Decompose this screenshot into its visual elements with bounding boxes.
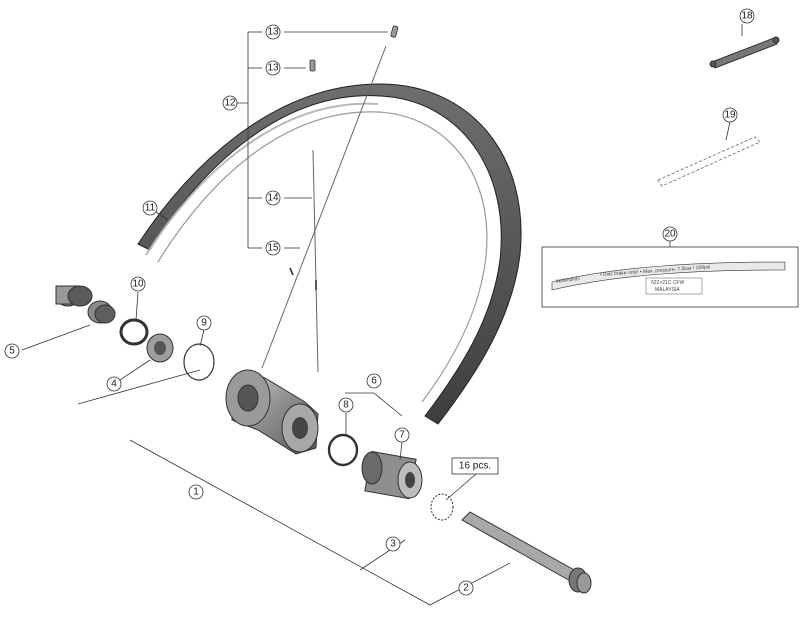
callout-10: 10 — [130, 276, 146, 292]
callout-6: 6 — [366, 373, 382, 389]
svg-text:13: 13 — [267, 63, 279, 74]
nipple-13-top — [390, 25, 399, 38]
end-cap-5 — [55, 285, 93, 307]
svg-text:16 pcs.: 16 pcs. — [459, 461, 491, 472]
callout-20: 20 — [662, 226, 678, 242]
ring-10 — [119, 318, 149, 346]
rim — [137, 83, 522, 425]
callout-12: 12 — [222, 95, 238, 111]
bearing — [146, 333, 174, 363]
svg-text:2: 2 — [463, 583, 469, 594]
pawl-ring-16 — [430, 493, 454, 521]
quantity-note: 16 pcs. — [451, 457, 499, 475]
svg-text:8: 8 — [343, 400, 349, 411]
leader-lines — [21, 24, 743, 606]
callout-3: 3 — [385, 536, 401, 552]
tape-19 — [657, 136, 761, 187]
callout-7: 7 — [394, 427, 410, 443]
tool-18 — [709, 36, 780, 69]
callout-9: 9 — [196, 315, 212, 331]
callout-4: 4 — [106, 376, 122, 392]
svg-text:14: 14 — [267, 193, 279, 204]
spoke-15 — [261, 45, 387, 369]
svg-text:20: 20 — [664, 229, 676, 240]
callout-19: 19 — [722, 107, 738, 123]
svg-text:19: 19 — [724, 110, 736, 121]
circlip-9 — [183, 343, 215, 381]
nipple-13-mid — [309, 59, 316, 72]
svg-text:6: 6 — [371, 376, 377, 387]
callout-15: 15 — [265, 240, 281, 256]
sticker-origin: MALAYSIA — [655, 287, 680, 293]
callout-11: 11 — [142, 200, 158, 216]
svg-text:11: 11 — [145, 203, 156, 214]
seal-4 — [87, 300, 116, 324]
svg-text:9: 9 — [201, 318, 207, 329]
svg-text:3: 3 — [390, 539, 396, 550]
svg-text:10: 10 — [132, 279, 144, 290]
freehub-body-7 — [361, 450, 423, 500]
callout-5: 5 — [4, 343, 20, 359]
callout-14: 14 — [265, 190, 281, 206]
callout-1: 1 — [188, 484, 204, 500]
spoke-14 — [312, 149, 319, 373]
svg-text:13: 13 — [267, 27, 279, 38]
rim-sticker-20: WARNING • Disc brake only! • Max. pressu… — [541, 246, 799, 308]
callout-18: 18 — [739, 8, 755, 24]
sticker-size: 622×21C CFW — [651, 280, 684, 286]
svg-text:1: 1 — [193, 487, 199, 498]
svg-text:12: 12 — [224, 98, 236, 109]
svg-text:15: 15 — [267, 243, 279, 254]
hub-body — [225, 369, 319, 455]
ring-8 — [327, 433, 359, 467]
svg-text:7: 7 — [399, 430, 405, 441]
callout-13-mid: 13 — [265, 60, 281, 76]
axle-2 — [461, 511, 592, 594]
svg-text:5: 5 — [9, 346, 15, 357]
callout-2: 2 — [458, 580, 474, 596]
svg-text:18: 18 — [741, 11, 753, 22]
callout-13-top: 13 — [265, 24, 281, 40]
sticker-warning: WARNING — [556, 276, 581, 285]
callout-8: 8 — [338, 397, 354, 413]
svg-text:4: 4 — [111, 379, 117, 390]
